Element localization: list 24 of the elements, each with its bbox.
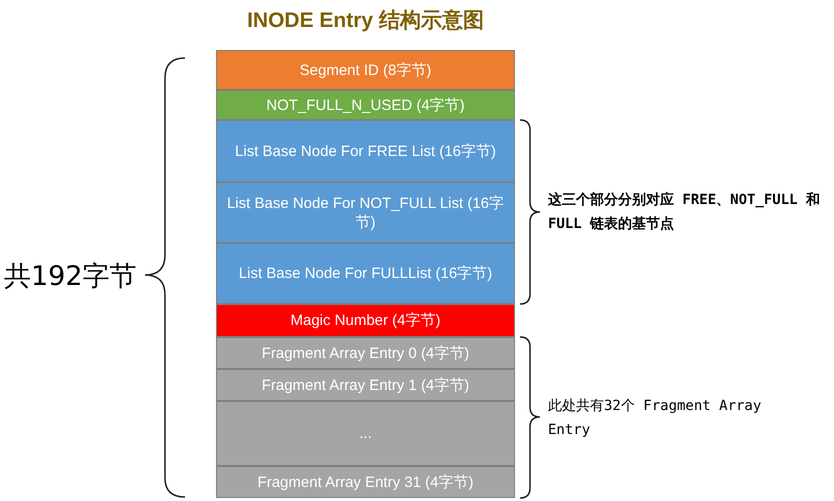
memory-field-box — [216, 304, 515, 337]
field-label: Segment ID (8字节) — [300, 60, 432, 80]
field-label: Magic Number (4字节) — [290, 311, 441, 330]
field-label: Fragment Array Entry 31 (4字节) — [258, 472, 474, 492]
total-size-label: 共192字节 — [4, 260, 137, 294]
field-label: Fragment Array Entry 1 (4字节) — [262, 376, 470, 394]
annotation-note: 此处共有32个 Fragment Array Entry — [548, 397, 762, 440]
memory-field-box — [216, 50, 515, 90]
memory-field-box — [216, 120, 515, 182]
memory-field-box — [216, 90, 515, 120]
memory-field-box — [216, 337, 515, 369]
field-label: NOT_FULL_N_USED (4字节) — [266, 96, 465, 114]
annotation-note: 这三个部分分别对应 FREE、NOT_FULL 和 FULL 链表的基节点 — [548, 190, 822, 234]
memory-field-box — [216, 369, 515, 401]
field-label: List Base Node For FREE List (16字节) — [235, 142, 496, 160]
memory-field-box — [216, 401, 515, 466]
field-label: List Base Node For NOT_FULL List (16字节) — [226, 194, 506, 232]
field-label: List Base Node For FULLList (16字节) — [238, 264, 492, 283]
memory-field-box — [216, 182, 515, 243]
memory-field-box — [216, 243, 515, 304]
field-label: Fragment Array Entry 0 (4字节) — [262, 344, 470, 362]
field-label: ... — [359, 425, 372, 442]
memory-field-box — [216, 466, 515, 498]
diagram-title: INODE Entry 结构示意图 — [246, 8, 485, 34]
